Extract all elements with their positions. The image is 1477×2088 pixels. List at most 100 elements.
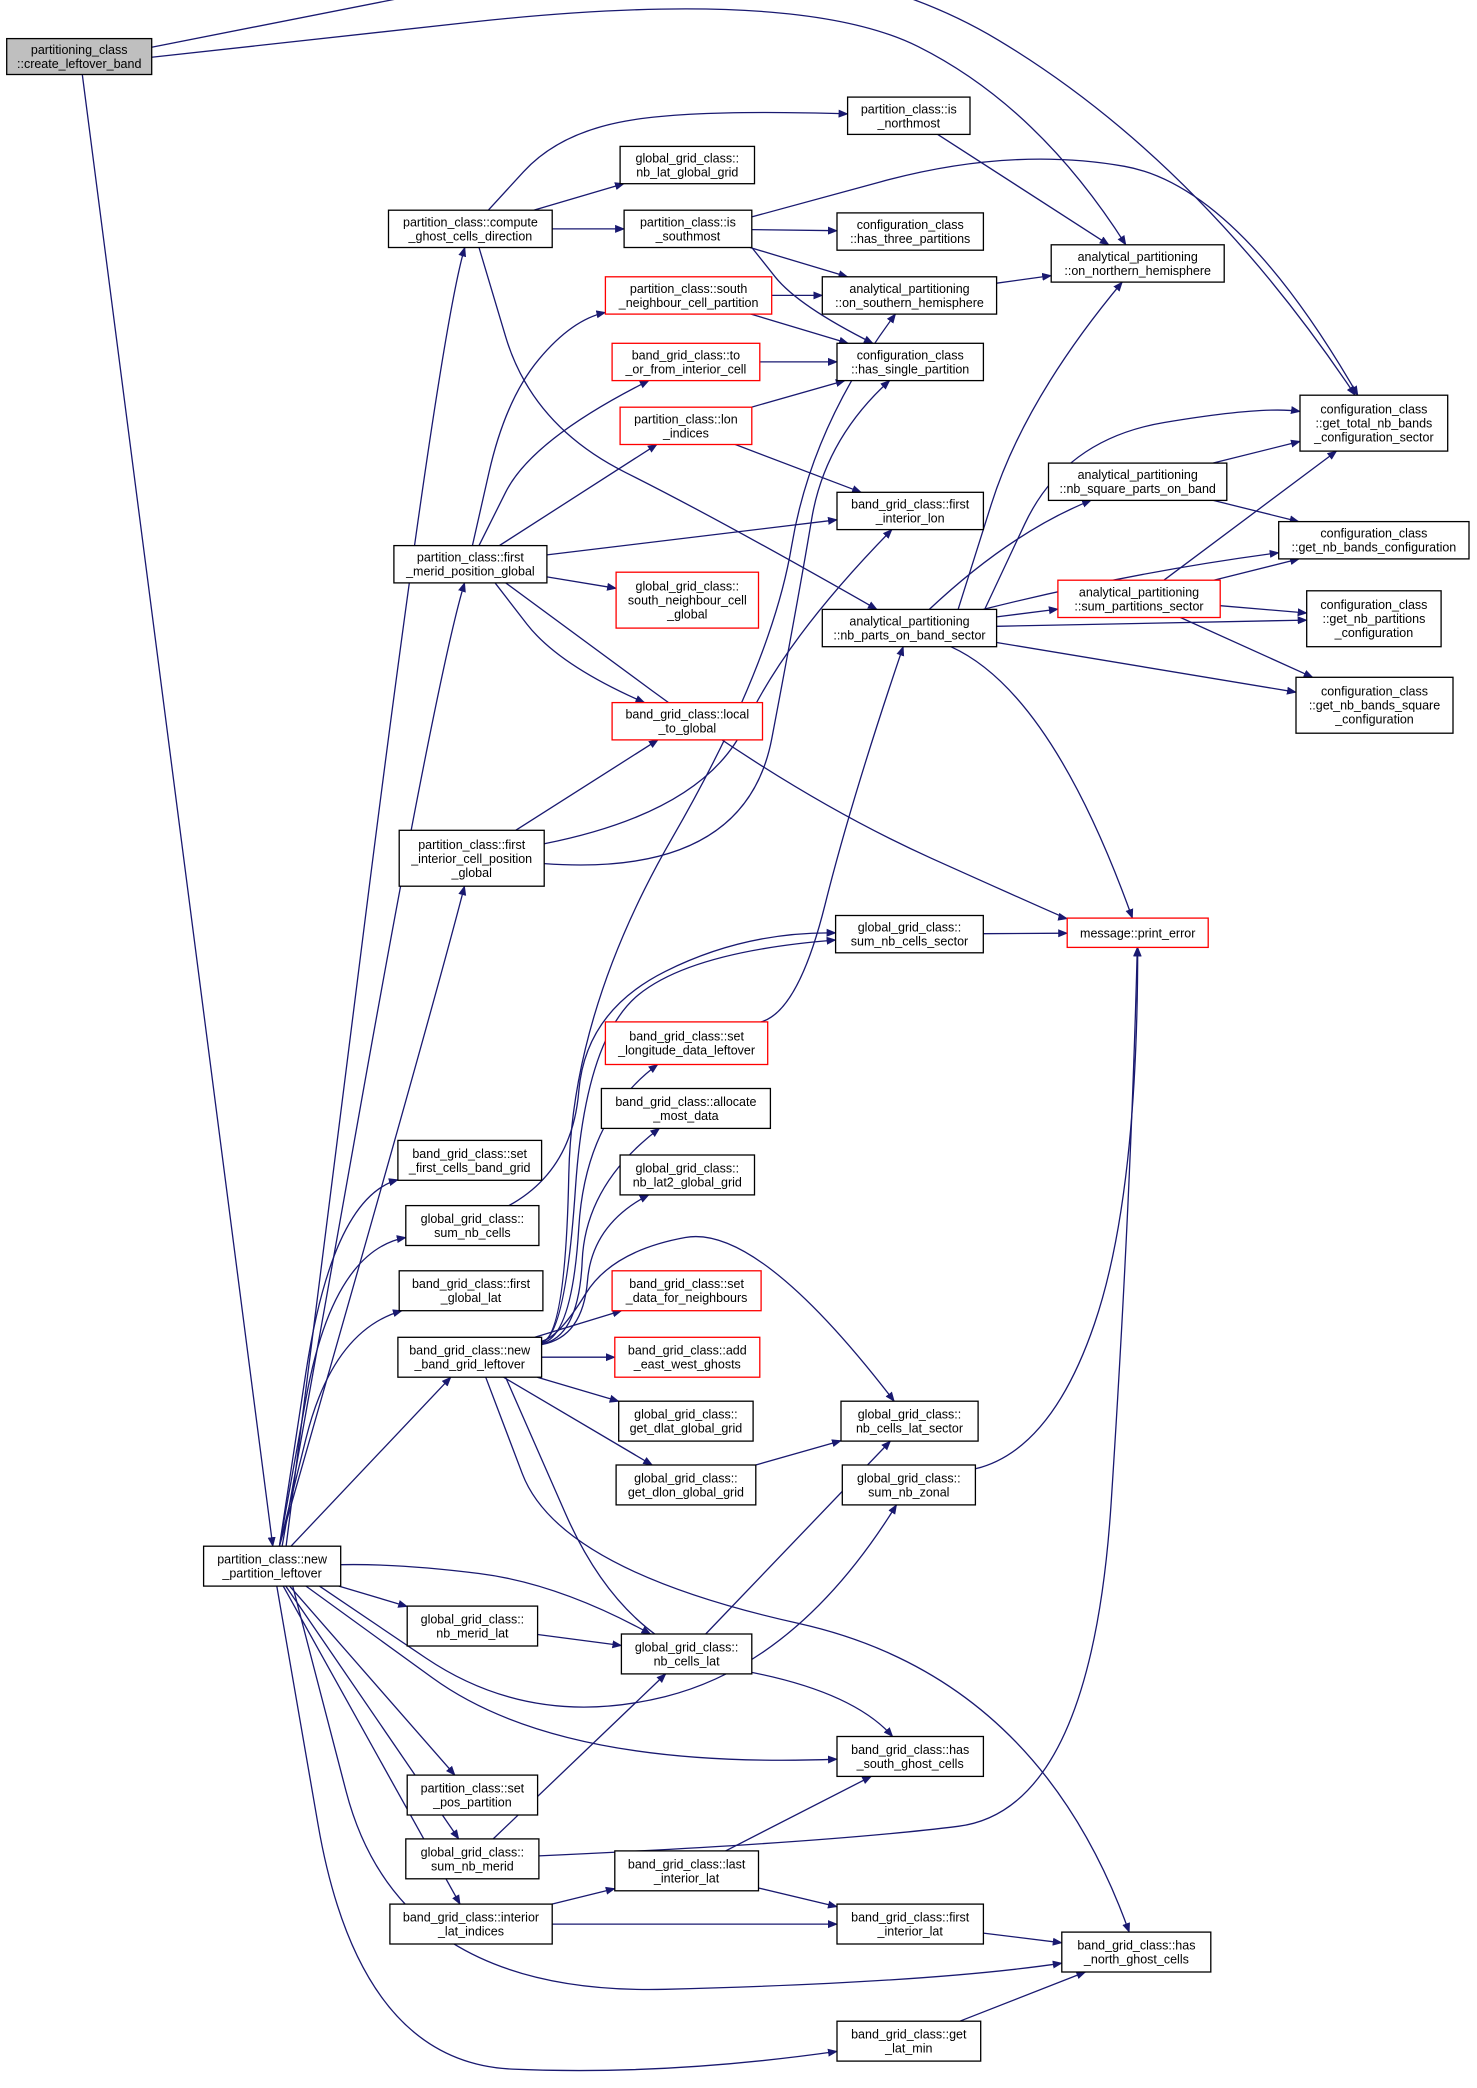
edge-new_partition_leftover-to-new_band_grid_leftover bbox=[290, 1376, 452, 1547]
node-create-leftover-band[interactable]: partitioning_class::create_leftover_band bbox=[6, 37, 153, 76]
node-nb-cells-lat[interactable]: global_grid_class::nb_cells_lat bbox=[620, 1633, 753, 1675]
node-label-line: ::on_northern_hemisphere bbox=[1064, 264, 1211, 278]
node-has-three-partitions[interactable]: configuration_class::has_three_partition… bbox=[836, 212, 985, 251]
edge-first_merid_position_global-to-lon_indices bbox=[499, 443, 658, 547]
node-box bbox=[836, 342, 985, 382]
node-label-line: ::nb_parts_on_band_sector bbox=[833, 629, 985, 643]
node-label-line: partition_class::set bbox=[421, 1782, 525, 1796]
node-first-interior-cell-position-global[interactable]: partition_class::first_interior_cell_pos… bbox=[398, 829, 545, 887]
edge-is_southmost-to-get_total_nb_bands bbox=[751, 158, 1359, 397]
edge-nb_square_parts_on_band-to-get_total_nb_bands bbox=[1212, 439, 1301, 464]
edge-nb_parts_on_band_sector-to-get_nb_bands_configuration bbox=[983, 549, 1280, 611]
node-label-line: _northmost bbox=[877, 116, 941, 130]
node-label-line: _interior_lon bbox=[875, 512, 945, 526]
node-label-line: global_grid_class:: bbox=[634, 1472, 738, 1486]
node-sum-nb-cells[interactable]: global_grid_class::sum_nb_cells bbox=[405, 1204, 540, 1247]
node-label-line: _band_grid_leftover bbox=[413, 1358, 525, 1372]
node-set-pos-partition[interactable]: partition_class::set_pos_partition bbox=[406, 1774, 539, 1816]
node-interior-lat-indices[interactable]: band_grid_class::interior_lat_indices bbox=[389, 1903, 553, 1945]
node-set-data-for-neighbours[interactable]: band_grid_class::set_data_for_neighbours bbox=[611, 1270, 762, 1312]
node-first-interior-lat[interactable]: band_grid_class::first_interior_lat bbox=[836, 1903, 985, 1945]
node-set-longitude-data-leftover[interactable]: band_grid_class::set_longitude_data_left… bbox=[604, 1021, 769, 1066]
node-label-line: band_grid_class::allocate bbox=[615, 1095, 756, 1109]
node-label-line: analytical_partitioning bbox=[1078, 250, 1198, 264]
edge-sum_nb_cells_sector-to-print_error bbox=[983, 929, 1069, 938]
node-has-south-ghost-cells[interactable]: band_grid_class::has_south_ghost_cells bbox=[836, 1735, 985, 1778]
node-label-line: band_grid_class::has bbox=[851, 1743, 969, 1757]
node-compute-ghost[interactable]: partition_class::compute_ghost_cells_dir… bbox=[387, 209, 553, 249]
node-on-northern-hemisphere[interactable]: analytical_partitioning::on_northern_hem… bbox=[1050, 244, 1225, 283]
node-has-north-ghost-cells[interactable]: band_grid_class::has_north_ghost_cells bbox=[1061, 1931, 1212, 1973]
node-box bbox=[836, 491, 985, 531]
edge-get_dlon_global_grid-to-nb_cells_lat_sector bbox=[755, 1439, 842, 1466]
node-label-line: band_grid_class::first bbox=[851, 1911, 970, 1925]
node-nb-lat-global-grid[interactable]: global_grid_class::nb_lat_global_grid bbox=[619, 145, 756, 185]
node-print-error[interactable]: message::print_error bbox=[1066, 917, 1209, 949]
node-to-or-from-interior-cell[interactable]: band_grid_class::to_or_from_interior_cel… bbox=[611, 342, 761, 382]
node-lon-indices[interactable]: partition_class::lon_indices bbox=[619, 406, 753, 446]
node-set-first-cells-band-grid[interactable]: band_grid_class::set_first_cells_band_gr… bbox=[397, 1139, 543, 1181]
node-get-lat-min[interactable]: band_grid_class::get_lat_min bbox=[836, 2020, 982, 2062]
node-on-southern-hemisphere[interactable]: analytical_partitioning::on_southern_hem… bbox=[821, 276, 998, 315]
node-get-dlat-global-grid[interactable]: global_grid_class::get_dlat_global_grid bbox=[618, 1400, 754, 1442]
node-allocate-most-data[interactable]: band_grid_class::allocate_most_data bbox=[600, 1087, 772, 1130]
node-box bbox=[614, 1336, 761, 1378]
node-get-nb-partitions-configuration[interactable]: configuration_class::get_nb_partitions_c… bbox=[1306, 590, 1442, 648]
node-first-global-lat[interactable]: band_grid_class::first_global_lat bbox=[398, 1270, 544, 1312]
node-box bbox=[618, 1400, 754, 1442]
node-box bbox=[836, 1903, 985, 1945]
node-sum-nb-zonal[interactable]: global_grid_class::sum_nb_zonal bbox=[841, 1464, 977, 1506]
node-is-southmost[interactable]: partition_class::is_southmost bbox=[623, 209, 753, 249]
node-new-band-grid-leftover[interactable]: band_grid_class::new_band_grid_leftover bbox=[397, 1336, 543, 1378]
node-layer: partitioning_class::create_leftover_band… bbox=[6, 37, 1470, 2062]
node-label-line: band_grid_class::first bbox=[412, 1277, 531, 1291]
edge-sum_nb_zonal-to-print_error bbox=[975, 946, 1142, 1470]
node-last-interior-lat[interactable]: band_grid_class::last_interior_lat bbox=[614, 1850, 760, 1892]
node-has-single-partition[interactable]: configuration_class::has_single_partitio… bbox=[836, 342, 985, 382]
node-label-line: nb_cells_lat bbox=[654, 1655, 721, 1669]
node-local-to-global[interactable]: band_grid_class::local_to_global bbox=[611, 701, 764, 741]
node-get-dlon-global-grid[interactable]: global_grid_class::get_dlon_global_grid bbox=[615, 1464, 757, 1506]
node-first-merid-position-global[interactable]: partition_class::first_merid_position_gl… bbox=[393, 544, 548, 584]
node-sum-nb-cells-sector[interactable]: global_grid_class::sum_nb_cells_sector bbox=[834, 914, 984, 954]
node-label-line: band_grid_class::last bbox=[628, 1857, 746, 1871]
node-nb-merid-lat[interactable]: global_grid_class::nb_merid_lat bbox=[406, 1605, 539, 1647]
node-sum-partitions-sector[interactable]: analytical_partitioning::sum_partitions_… bbox=[1057, 579, 1221, 619]
node-get-total-nb-bands[interactable]: configuration_class::get_total_nb_bands_… bbox=[1299, 394, 1449, 452]
node-nb-parts-on-band-sector[interactable]: analytical_partitioning::nb_parts_on_ban… bbox=[821, 608, 998, 648]
node-south-neighbour-cell-partition[interactable]: partition_class::south_neighbour_cell_pa… bbox=[604, 276, 773, 315]
node-nb-lat2-global-grid[interactable]: global_grid_class::nb_lat2_global_grid bbox=[619, 1154, 756, 1196]
node-get-nb-bands-square-configuration[interactable]: configuration_class::get_nb_bands_square… bbox=[1295, 676, 1454, 734]
node-box bbox=[611, 701, 764, 741]
node-box bbox=[840, 1400, 979, 1442]
node-label-line: _interior_lat bbox=[877, 1925, 944, 1939]
edge-sum_nb_merid-to-print_error bbox=[538, 946, 1142, 1857]
edge-first_merid_position_global-to-south_neighbour_cell_global bbox=[546, 576, 618, 591]
node-sum-nb-merid[interactable]: global_grid_class::sum_nb_merid bbox=[405, 1838, 540, 1880]
node-box bbox=[1278, 520, 1470, 560]
node-label-line: ::get_nb_bands_square bbox=[1309, 699, 1440, 713]
node-add-east-west-ghosts[interactable]: band_grid_class::add_east_west_ghosts bbox=[614, 1336, 761, 1378]
node-label-line: _southmost bbox=[655, 229, 721, 243]
edge-lon_indices-to-first_interior_lon bbox=[734, 443, 863, 493]
edge-nb_parts_on_band_sector-to-get_nb_bands_square_configuration bbox=[996, 641, 1297, 695]
edge-on_southern_hemisphere-to-on_northern_hemisphere bbox=[996, 272, 1053, 284]
node-box bbox=[836, 2020, 982, 2062]
node-south-neighbour-cell-global[interactable]: global_grid_class::south_neighbour_cell_… bbox=[615, 571, 760, 629]
edge-last_interior_lat-to-has_south_ghost_cells bbox=[725, 1775, 873, 1852]
node-label-line: band_grid_class::set bbox=[412, 1147, 527, 1161]
node-label-line: sum_nb_cells_sector bbox=[851, 935, 968, 949]
node-nb-square-parts-on-band[interactable]: analytical_partitioning::nb_square_parts… bbox=[1047, 462, 1228, 502]
node-first-interior-lon[interactable]: band_grid_class::first_interior_lon bbox=[836, 491, 985, 531]
node-new-partition-leftover[interactable]: partition_class::new_partition_leftover bbox=[202, 1545, 342, 1587]
node-get-nb-bands-configuration[interactable]: configuration_class::get_nb_bands_config… bbox=[1278, 520, 1470, 560]
node-label-line: nb_cells_lat_sector bbox=[856, 1422, 963, 1436]
node-label-line: band_grid_class::add bbox=[628, 1344, 747, 1358]
node-label-line: configuration_class bbox=[1320, 403, 1427, 417]
edge-new_partition_leftover-to-set_pos_partition bbox=[289, 1585, 456, 1776]
node-is-northmost[interactable]: partition_class::is_northmost bbox=[846, 96, 971, 136]
node-nb-cells-lat-sector[interactable]: global_grid_class::nb_cells_lat_sector bbox=[840, 1400, 979, 1442]
edge-new_partition_leftover-to-set_first_cells_band_grid bbox=[278, 1178, 399, 1547]
node-label-line: analytical_partitioning bbox=[849, 615, 969, 629]
